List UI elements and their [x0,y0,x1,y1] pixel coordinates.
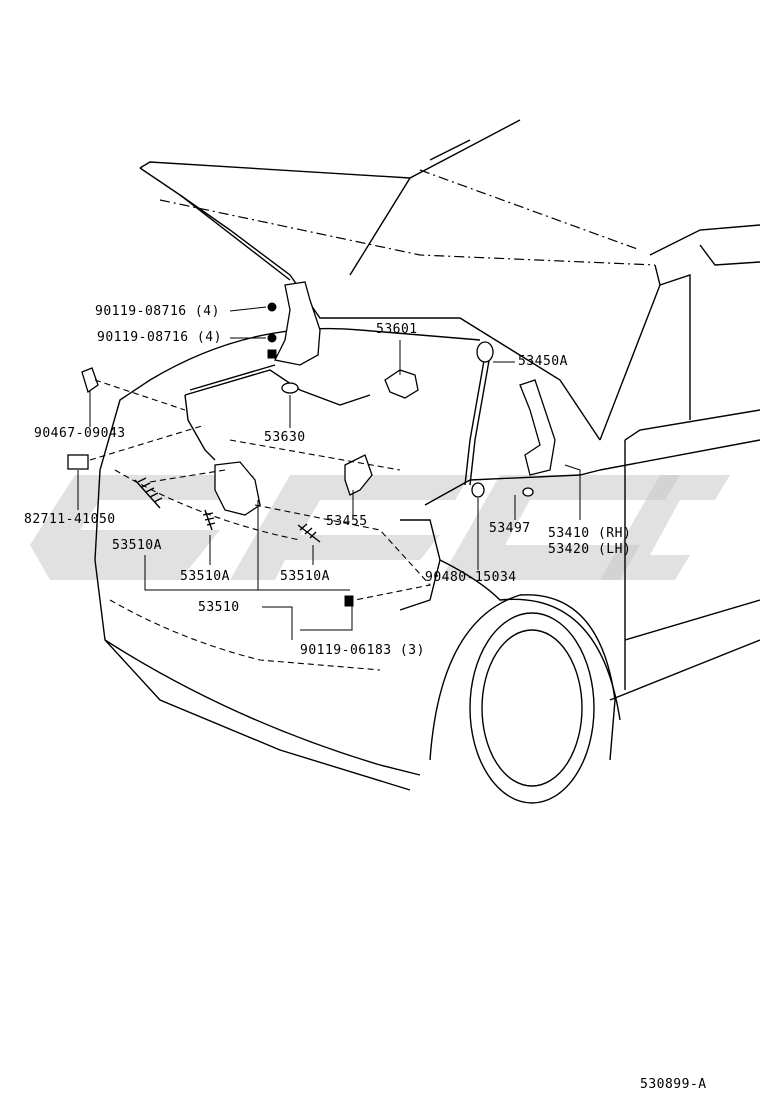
label-clip-left: 90467-09043 [34,426,126,441]
bolt-bottom-icon [344,595,354,607]
label-cable: 53630 [264,430,306,445]
label-hinge-rh: 53410 (RH) [548,526,632,541]
support-icon [344,454,373,496]
release-cable [184,369,371,406]
hinge-bracket-left [274,281,321,366]
watermark-logo [30,475,730,580]
spring-right-icon [297,523,321,543]
lock-assy-icon [214,461,261,516]
cushion-icon [471,482,485,498]
prop-rod-grip [476,341,494,363]
label-lock-part-1: 53510A [112,538,162,553]
label-switch-left: 82711-41050 [24,512,116,527]
bolt-top-3-icon [267,349,277,359]
label-bolt-bottom: 90119-06183 (3) [300,643,425,658]
spring-left-icon [134,477,163,509]
switch-left-icon [67,454,89,470]
label-prop-rod: 53450A [518,354,568,369]
label-grommet: 90480-15034 [425,570,517,585]
label-hinge-lh: 53420 (LH) [548,542,632,557]
label-lock-assy: 53510 [198,600,240,615]
label-lock-part-3: 53510A [280,569,330,584]
lever-icon [384,369,419,399]
vehicle-outline [94,119,760,804]
label-bolt-top-2: 90119-08716 (4) [97,330,222,345]
parts-group [67,281,556,607]
label-lock-part-2: 53510A [180,569,230,584]
label-lever: 53601 [376,322,418,337]
diagram-reference: 530899-A [640,1077,707,1092]
grommet-icon [522,487,534,497]
cable-clamp [281,382,299,394]
label-cushion: 53497 [489,521,531,536]
hinge-rh-icon [519,379,556,476]
label-bolt-top-1: 90119-08716 (4) [95,304,220,319]
spring-mid-icon [202,509,216,531]
label-support: 53455 [326,514,368,529]
prop-rod [464,354,486,486]
bolt-top-2-icon [267,333,277,343]
bolt-top-1-icon [267,302,277,312]
clip-left-icon [81,367,99,394]
leader-lines [77,306,581,640]
